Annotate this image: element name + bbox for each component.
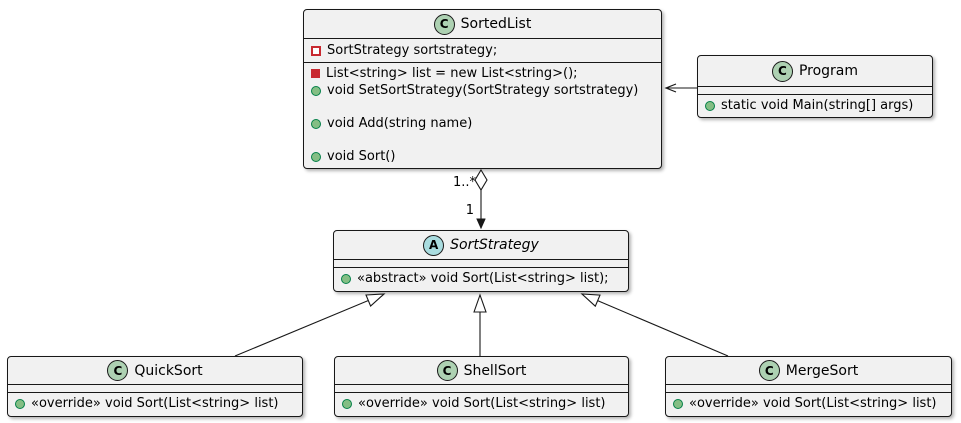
method-text: List<string> list = new List<string>(); xyxy=(326,66,578,81)
class-spot-icon: C xyxy=(433,13,455,35)
methods-section: «abstract» void Sort(List<string> list); xyxy=(334,268,628,287)
fields-section-empty xyxy=(334,260,628,268)
private-field-hollow-square-icon xyxy=(311,45,321,56)
fields-section-empty xyxy=(335,385,628,393)
generalization-arrow-mergesort xyxy=(580,293,729,357)
public-method-circle-icon xyxy=(311,85,321,96)
class-spot-icon: C xyxy=(771,60,793,82)
fields-section-empty xyxy=(8,385,302,393)
field-row: SortStrategy sortstrategy; xyxy=(304,39,661,59)
method-text: «override» void Sort(List<string> list) xyxy=(689,396,937,411)
method-text: void Sort() xyxy=(327,149,396,164)
field-text: SortStrategy sortstrategy; xyxy=(327,43,498,58)
class-header: C MergeSort xyxy=(666,357,951,385)
class-shellsort: C ShellSort «override» void Sort(List<st… xyxy=(334,356,629,417)
public-method-circle-icon xyxy=(673,398,683,409)
abstract-spot-icon: A xyxy=(423,234,445,256)
method-row: static void Main(string[] args) xyxy=(698,97,932,114)
private-field-filled-square-icon xyxy=(311,69,320,78)
method-text: void Add(string name) xyxy=(327,116,473,131)
class-sortstrategy: A SortStrategy «abstract» void Sort(List… xyxy=(333,230,629,292)
blank-row xyxy=(304,132,661,148)
class-header: A SortStrategy xyxy=(334,231,628,260)
aggregation-diamond-icon xyxy=(474,168,488,192)
multiplicity-label-source: 1..* xyxy=(452,175,476,190)
method-text: void SetSortStrategy(SortStrategy sortst… xyxy=(327,83,639,98)
class-name: QuickSort xyxy=(134,362,203,379)
fields-section: SortStrategy sortstrategy; xyxy=(304,39,661,63)
method-row: «override» void Sort(List<string> list) xyxy=(666,395,951,412)
class-name: Program xyxy=(798,63,859,79)
method-text: «override» void Sort(List<string> list) xyxy=(31,396,279,411)
blank-row xyxy=(304,99,661,115)
fields-section-empty xyxy=(666,385,951,393)
class-name: SortStrategy xyxy=(450,237,539,253)
methods-section: «override» void Sort(List<string> list) xyxy=(666,393,951,412)
generalization-arrow-quicksort xyxy=(234,293,386,357)
method-row: void Sort() xyxy=(304,148,661,165)
class-spot-icon: C xyxy=(436,360,458,381)
methods-section: List<string> list = new List<string>(); … xyxy=(304,63,661,165)
class-mergesort: C MergeSort «override» void Sort(List<st… xyxy=(665,356,952,417)
method-row: List<string> list = new List<string>(); xyxy=(304,65,661,82)
class-spot-icon: C xyxy=(107,360,129,381)
class-sortedlist: C SortedList SortStrategy sortstrategy; … xyxy=(303,9,662,169)
method-row: void SetSortStrategy(SortStrategy sortst… xyxy=(304,82,661,99)
class-spot-icon: C xyxy=(758,360,780,381)
class-name: ShellSort xyxy=(463,362,527,379)
class-header: C QuickSort xyxy=(8,357,302,385)
class-quicksort: C QuickSort «override» void Sort(List<st… xyxy=(7,356,303,417)
multiplicity-label-target: 1 xyxy=(465,203,474,218)
method-row: void Add(string name) xyxy=(304,115,661,132)
public-method-circle-icon xyxy=(311,118,321,129)
class-header: C SortedList xyxy=(304,10,661,39)
method-text: «abstract» void Sort(List<string> list); xyxy=(357,271,609,286)
class-program: C Program static void Main(string[] args… xyxy=(697,55,933,118)
public-method-circle-icon xyxy=(342,398,352,409)
public-method-circle-icon xyxy=(15,398,25,409)
methods-section: «override» void Sort(List<string> list) xyxy=(335,393,628,412)
class-name: SortedList xyxy=(460,16,532,32)
fields-section-empty xyxy=(698,87,932,95)
methods-section: static void Main(string[] args) xyxy=(698,95,932,114)
public-method-circle-icon xyxy=(341,273,351,284)
method-text: static void Main(string[] args) xyxy=(721,98,914,113)
method-text: «override» void Sort(List<string> list) xyxy=(358,396,606,411)
method-row: «abstract» void Sort(List<string> list); xyxy=(334,270,628,287)
class-name: MergeSort xyxy=(785,362,859,379)
public-method-circle-icon xyxy=(311,151,321,162)
public-method-circle-icon xyxy=(705,100,715,111)
class-header: C ShellSort xyxy=(335,357,628,385)
method-row: «override» void Sort(List<string> list) xyxy=(335,395,628,412)
class-header: C Program xyxy=(698,56,932,87)
methods-section: «override» void Sort(List<string> list) xyxy=(8,393,302,412)
method-row: «override» void Sort(List<string> list) xyxy=(8,395,302,412)
